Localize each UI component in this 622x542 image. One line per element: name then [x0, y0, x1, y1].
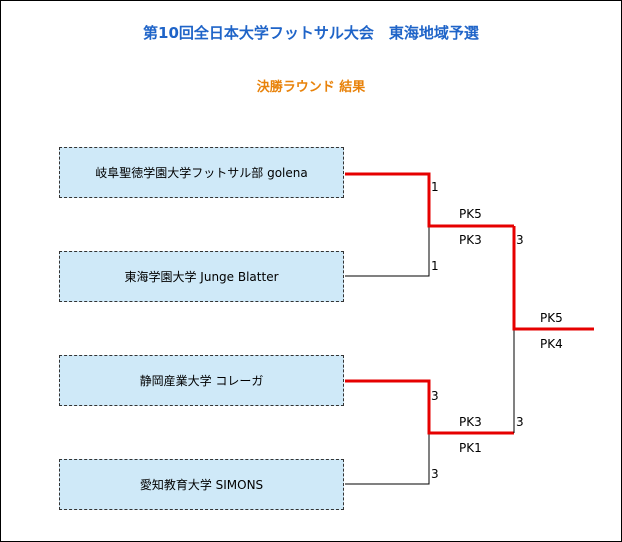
semi1-score-bottom: 1: [431, 259, 439, 273]
team-box-3: 静岡産業大学 コレーガ: [59, 355, 344, 406]
final-winner-line: [512, 226, 594, 331]
semi2-score-top: 3: [431, 389, 439, 403]
semi2-score-bottom: 3: [431, 467, 439, 481]
page-subtitle: 決勝ラウンド 結果: [256, 80, 366, 95]
semi2-winner-line: [345, 379, 514, 435]
semi2-loser-line: [345, 433, 430, 485]
final-pk-winner: PK5: [540, 311, 563, 325]
semi2-pk-loser: PK1: [459, 441, 482, 455]
final-score-top: 3: [516, 233, 524, 247]
page-title: 第10回全日本大学フットサル大会 東海地域予選: [143, 24, 479, 42]
final-pk-loser: PK4: [540, 337, 563, 351]
team-box-1: 岐阜聖徳学園大学フットサル部 golena: [59, 147, 344, 198]
semi1-pk-winner: PK5: [459, 207, 482, 221]
team-box-4: 愛知教育大学 SIMONS: [59, 459, 344, 510]
semi1-loser-line: [345, 226, 430, 277]
semi2-pk-winner: PK3: [459, 415, 482, 429]
semi1-pk-loser: PK3: [459, 233, 482, 247]
team-box-2: 東海学園大学 Junge Blatter: [59, 251, 344, 302]
semi1-score-top: 1: [431, 180, 439, 194]
semi1-winner-line: [345, 172, 514, 228]
final-score-bottom: 3: [516, 415, 524, 429]
